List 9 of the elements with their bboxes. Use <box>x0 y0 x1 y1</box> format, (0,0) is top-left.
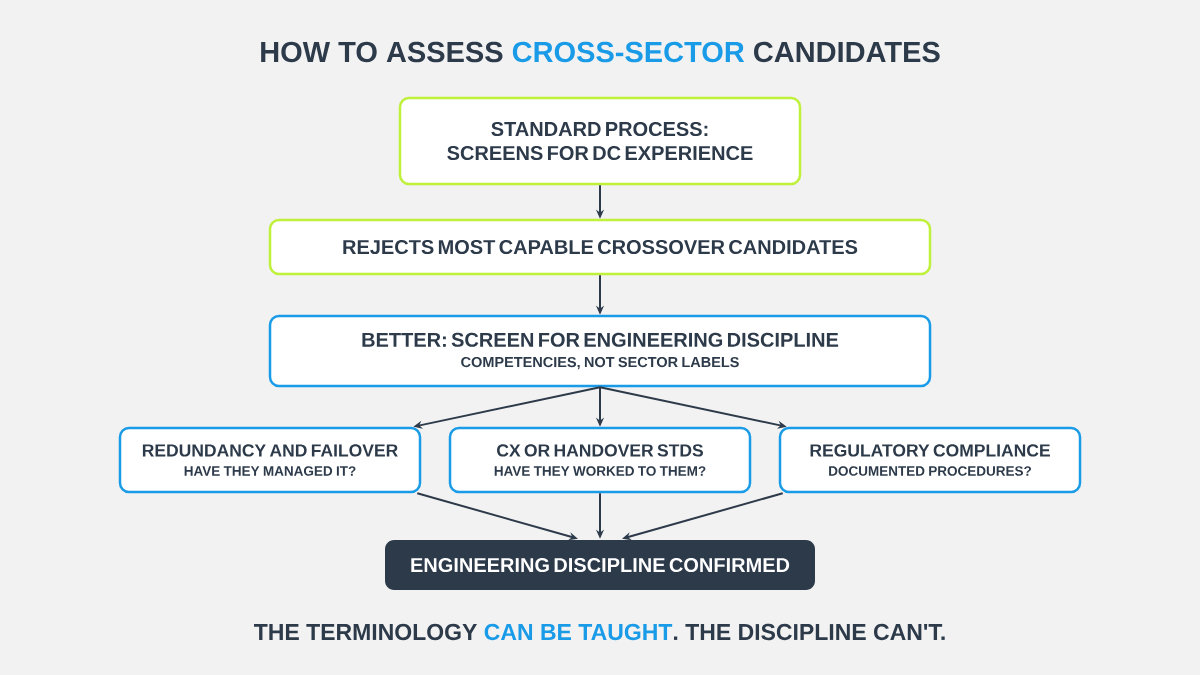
process-box: STANDARD PROCESS: SCREENS FOR DC EXPERIENCE <box>398 96 802 186</box>
process-box: REDUNDANCY AND FAILOVER HAVE THEY MANAGED IT? <box>118 426 422 494</box>
title: HOW TO ASSESS CROSS-SECTOR CANDIDATES <box>261 41 940 63</box>
process-box: REGULATORY COMPLIANCE DOCUMENTED PROCEDURES? <box>778 426 1082 494</box>
tagline: THE TERMINOLOGY CAN BE TAUGHT. THE DISCIPLINE CAN'T. <box>254 623 945 641</box>
process-box: BETTER: SCREEN FOR ENGINEERING DISCIPLINE COMPETENCIES, NOT SECTOR LABELS <box>268 314 932 388</box>
result-box: ENGINEERING DISCIPLINE CONFIRMED <box>385 540 815 590</box>
process-box: CX OR HANDOVER STDS HAVE THEY WORKED TO THEM? <box>448 426 752 494</box>
process-box: REJECTS MOST CAPABLE CROSSOVER CANDIDATES <box>268 218 932 276</box>
